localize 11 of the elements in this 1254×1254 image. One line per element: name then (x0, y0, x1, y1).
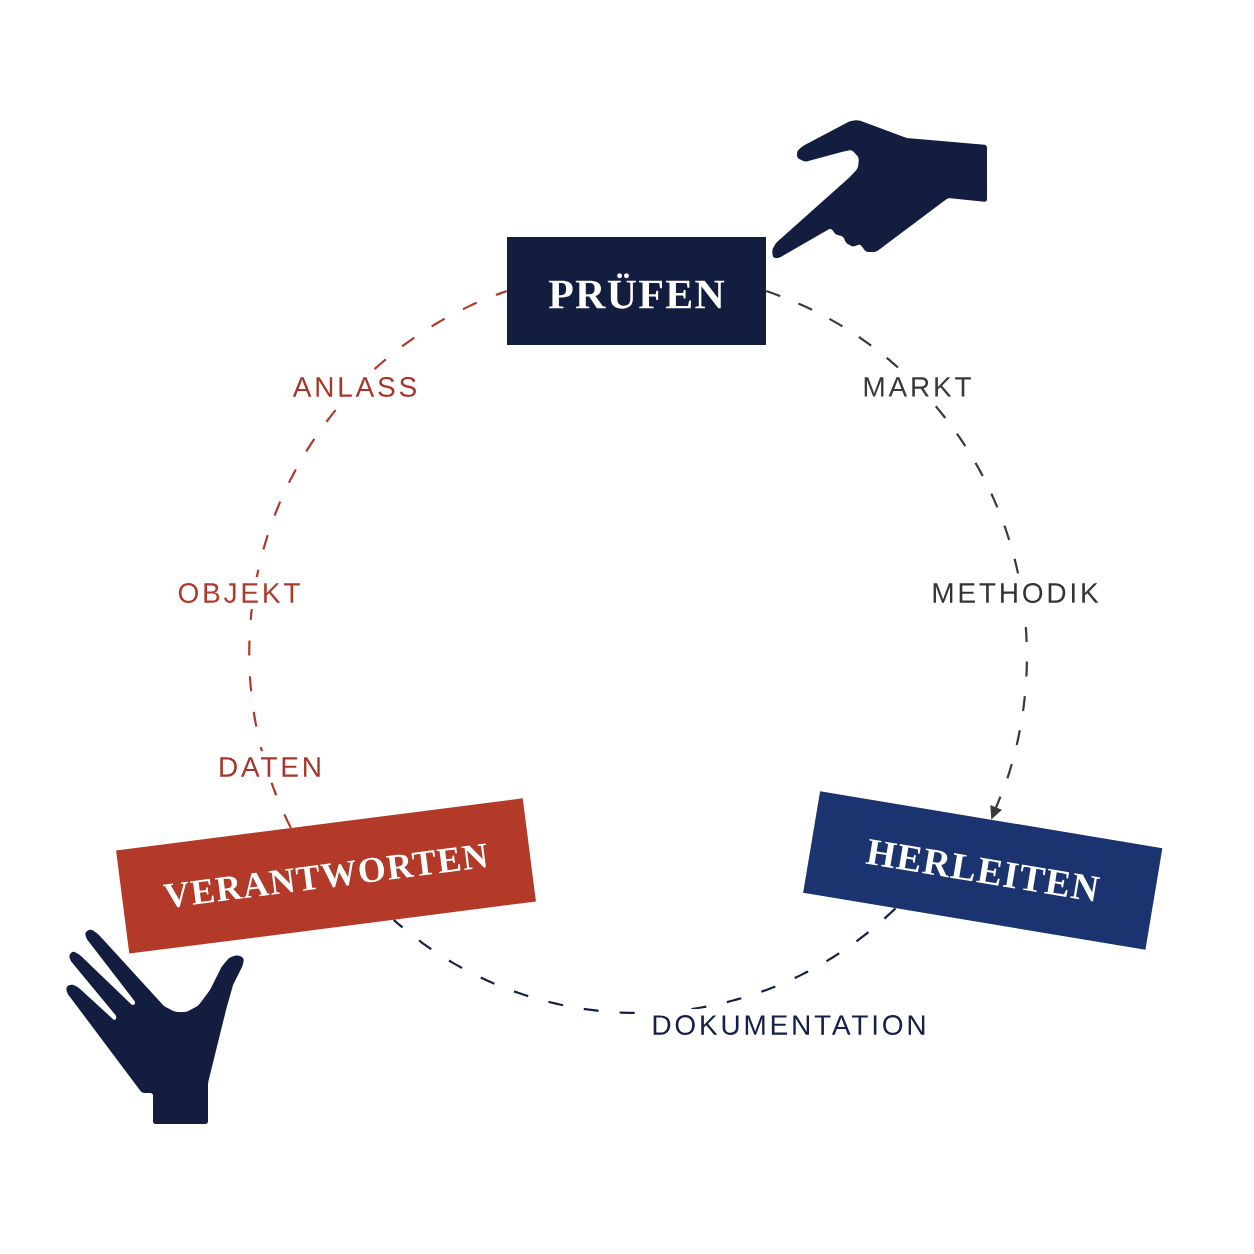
arc-label: ANLASS (286, 371, 424, 403)
edge-label: OBJEKT (171, 577, 307, 609)
edge-label: DOKUMENTATION (645, 1009, 933, 1041)
dashed-line (393, 907, 897, 1015)
open-hand (66, 929, 244, 1124)
stage-box: HERLEITEN (803, 791, 1163, 950)
stage-box: PRÜFEN (507, 237, 766, 345)
arc-label: DATEN (212, 751, 328, 783)
pointing-hand (772, 120, 987, 258)
arc-label: METHODIK (925, 577, 1105, 609)
edge-label: MARKT (856, 371, 978, 403)
